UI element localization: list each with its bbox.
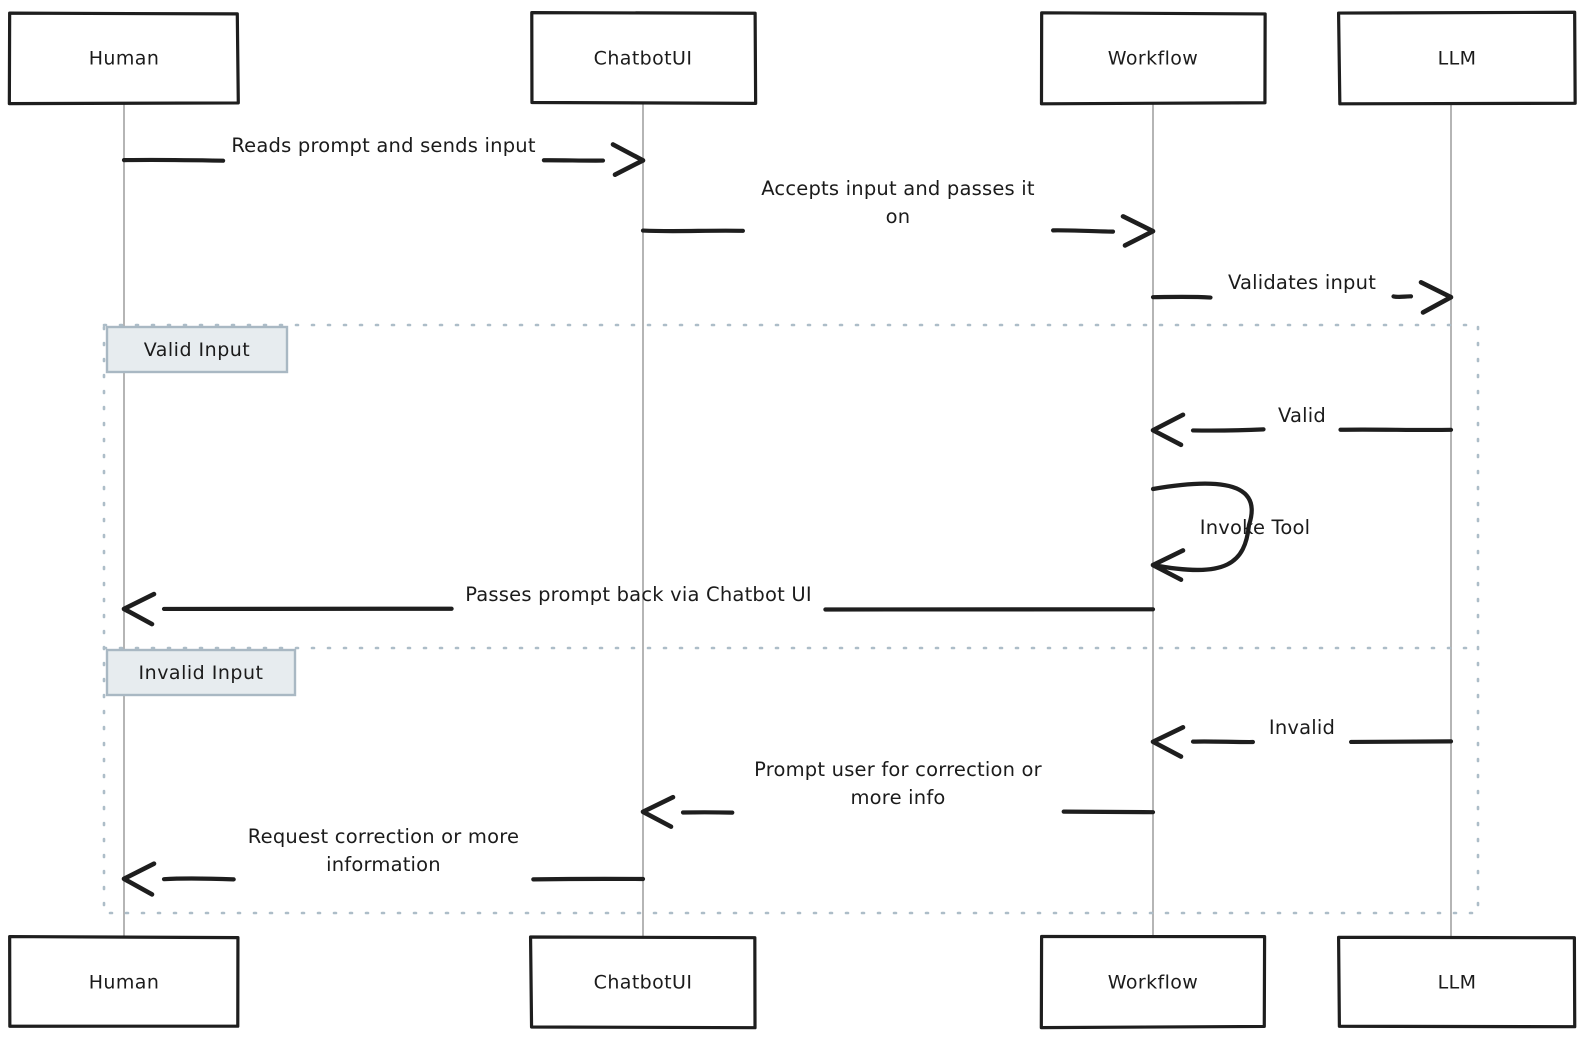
message-m7: Invalid [1150,716,1454,759]
arrowhead-m9 [121,861,157,897]
frame-tag-valid-input[interactable]: Valid Input [105,325,289,374]
participant-top-workflow-outline [1039,11,1267,106]
message-line-left [1190,427,1266,433]
self-loop-arrowhead [1150,548,1186,582]
arrowhead-m2 [1120,214,1156,248]
participant-top-workflow[interactable]: Workflow [1039,11,1267,106]
message-line-left [161,876,236,882]
message-line-left [1190,739,1255,745]
arrowhead-m3 [1418,279,1454,315]
arrowhead-m8 [640,794,676,829]
arrowhead-m4 [1150,412,1186,448]
participant-top-chatbotui[interactable]: ChatbotUI [530,11,758,105]
frame-tag-box-valid-input [105,325,289,374]
participant-bottom-llm[interactable]: LLM [1336,935,1577,1029]
message-m5: Invoke Tool [1150,481,1310,582]
message-line-left [640,228,745,234]
frame-tag-label-valid-input: Valid Input [144,339,251,361]
message-line-right [1051,228,1116,234]
frame-tag-box-invalid-input [105,648,297,697]
self-loop-path [1150,481,1254,573]
message-line-right [1061,809,1156,815]
participant-label-top-workflow: Workflow [1108,48,1198,70]
message-line-left [121,157,226,163]
participant-top-llm-outline [1336,10,1577,106]
message-line-right [1391,294,1414,300]
message-label-m4: Valid [1278,404,1326,427]
participant-bottom-chatbotui[interactable]: ChatbotUI [528,935,757,1030]
participant-top-human[interactable]: Human [7,11,240,106]
participant-label-top-llm: LLM [1438,48,1477,70]
participant-label-top-human: Human [89,48,160,70]
alt-frame-group [102,323,1480,915]
message-label-m1: Reads prompt and sends input [231,134,536,157]
message-m1: Reads prompt and sends input [121,134,646,177]
participant-top-human-outline [7,11,240,106]
participants-group: HumanHumanChatbotUIChatbotUIWorkflowWork… [7,10,1577,1030]
message-line-right [1349,739,1454,745]
message-label-m7: Invalid [1269,716,1335,739]
participant-bottom-workflow-outline [1039,934,1267,1030]
participant-label-bottom-llm: LLM [1438,972,1477,994]
participant-bottom-workflow[interactable]: Workflow [1039,934,1267,1030]
message-line-left [1150,294,1213,300]
message-label-m6: Passes prompt back via Chatbot UI [465,583,812,606]
message-label-m3: Validates input [1228,271,1376,294]
participant-bottom-chatbotui-outline [528,935,757,1030]
participant-label-bottom-workflow: Workflow [1108,972,1198,994]
participant-label-top-chatbotui: ChatbotUI [594,48,693,70]
message-m4: Valid [1150,404,1454,448]
participant-bottom-human-outline [8,934,240,1028]
message-line-right [531,876,646,882]
message-m6: Passes prompt back via Chatbot UI [121,583,1156,627]
alt-frame-outline [102,323,1480,915]
participant-top-llm[interactable]: LLM [1336,10,1577,106]
frame-tag-label-invalid-input: Invalid Input [139,662,264,684]
frame-tag-invalid-input[interactable]: Invalid Input [105,648,297,697]
participant-label-bottom-chatbotui: ChatbotUI [594,972,693,994]
arrowhead-m1 [610,142,646,177]
message-label-m5: Invoke Tool [1200,516,1310,539]
arrowhead-m7 [1150,725,1186,759]
arrowhead-m6 [121,591,157,627]
participant-top-chatbotui-outline [530,11,758,105]
participant-bottom-llm-outline [1336,935,1577,1029]
participant-label-bottom-human: Human [89,972,160,994]
lifelines-group [123,103,1452,937]
message-m3: Validates input [1150,271,1454,315]
participant-bottom-human[interactable]: Human [8,934,240,1028]
